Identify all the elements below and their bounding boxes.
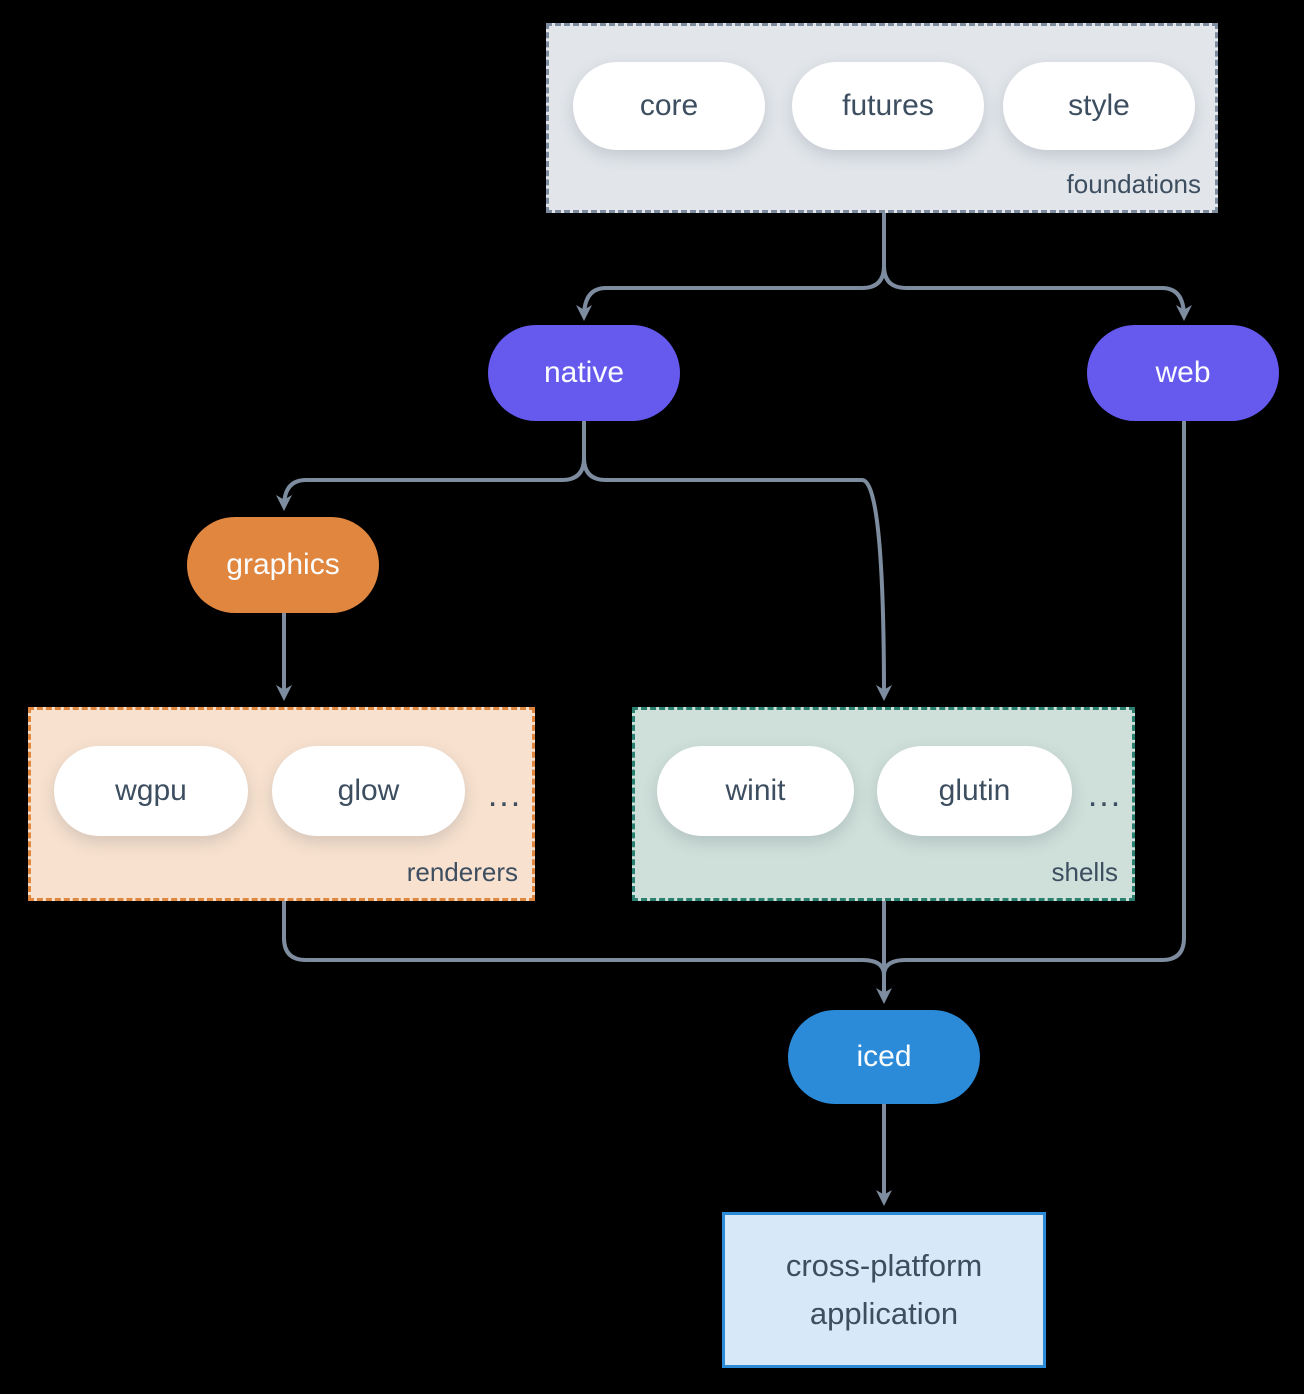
edge-foundations-web — [882, 213, 1192, 321]
iced-node: iced — [788, 1010, 980, 1104]
foundations-group: core futures style foundations — [546, 23, 1218, 213]
application-box: cross-platform application — [722, 1212, 1046, 1368]
foundations-label: foundations — [1066, 169, 1201, 199]
web-node: web — [1087, 325, 1279, 421]
futures-pill: futures — [792, 62, 984, 150]
edge-native-shells — [582, 421, 892, 701]
graphics-node: graphics — [187, 517, 379, 613]
edge-web-iced — [882, 421, 1186, 976]
renderers-label: renderers — [406, 857, 518, 887]
native-node: native — [488, 325, 680, 421]
edge-foundations-native — [576, 213, 886, 321]
edge-native-graphics — [276, 421, 586, 511]
glow-pill: glow — [272, 746, 465, 836]
shells-label: shells — [1051, 857, 1118, 887]
shells-ellipsis: ... — [1087, 775, 1123, 814]
shells-group: winit glutin ... shells — [632, 707, 1135, 901]
winit-pill: winit — [657, 746, 854, 836]
edge-renderers-iced — [282, 901, 886, 976]
glutin-pill: glutin — [877, 746, 1072, 836]
core-pill: core — [573, 62, 765, 150]
wgpu-pill: wgpu — [54, 746, 248, 836]
style-pill: style — [1003, 62, 1195, 150]
renderers-group: wgpu glow ... renderers — [28, 707, 535, 901]
renderers-ellipsis: ... — [487, 775, 523, 814]
